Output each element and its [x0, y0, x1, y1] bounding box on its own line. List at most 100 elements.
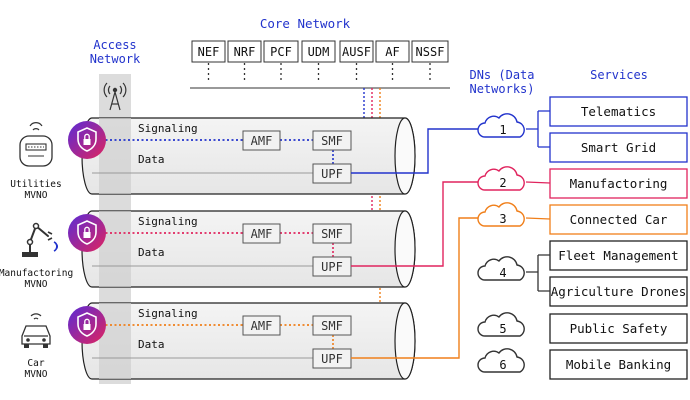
core-function-label: NSSF	[416, 45, 445, 59]
slice-pipe-end	[394, 117, 416, 195]
smf-box[interactable]: SMF	[312, 130, 352, 151]
service-label: Fleet Management	[558, 248, 678, 263]
mvno-label-line1: Manufactoring	[0, 268, 73, 279]
dn-label: 2	[499, 176, 506, 190]
dns-title-line2: Networks)	[469, 82, 534, 96]
dn-cloud-4[interactable]: 4	[477, 256, 525, 281]
service-label: Telematics	[581, 104, 656, 119]
signaling-label: Signaling	[138, 215, 198, 228]
dn-label: 6	[499, 358, 506, 372]
core-function-label: AF	[385, 45, 399, 59]
service-label: Public Safety	[570, 321, 668, 336]
smf-label: SMF	[321, 134, 343, 148]
service-manufactoring[interactable]: Manufactoring	[549, 168, 688, 199]
signaling-label: Signaling	[138, 307, 198, 320]
upf-label: UPF	[321, 167, 343, 181]
core-function-label: NRF	[234, 45, 256, 59]
slice-pipe-end	[394, 210, 416, 288]
dn-cloud-2[interactable]: 2	[477, 166, 525, 191]
service-fleet-management[interactable]: Fleet Management	[549, 240, 688, 271]
upf-label: UPF	[321, 352, 343, 366]
core-function-nef[interactable]: NEF	[191, 40, 226, 83]
upf-dn-link-utilities	[351, 128, 485, 174]
service-label: Smart Grid	[581, 140, 656, 155]
amf-label: AMF	[251, 227, 273, 241]
service-public-safety[interactable]: Public Safety	[549, 313, 688, 344]
signaling-label: Signaling	[138, 122, 198, 135]
dn-cloud-6[interactable]: 6	[477, 348, 525, 373]
service-agriculture-drones[interactable]: Agriculture Drones	[549, 276, 688, 307]
core-network-title: Core Network	[260, 16, 351, 31]
service-label: Manufactoring	[570, 176, 668, 191]
mvno-label-line1: Utilities	[10, 179, 61, 190]
dn-cloud-5[interactable]: 5	[477, 312, 525, 337]
mvno-label-line1: Car	[27, 358, 44, 369]
amf-box[interactable]: AMF	[242, 223, 281, 244]
dn-label: 4	[499, 266, 506, 280]
access-segment	[99, 303, 131, 379]
smf-box[interactable]: SMF	[312, 315, 352, 336]
upf-box[interactable]: UPF	[312, 163, 352, 184]
dn4-services-bracket	[526, 254, 550, 292]
smf-label: SMF	[321, 227, 343, 241]
upf-dn-link-car	[351, 217, 485, 359]
upf-box[interactable]: UPF	[312, 256, 352, 277]
core-function-label: UDM	[308, 45, 330, 59]
access-segment	[99, 118, 131, 194]
services-title: Services	[590, 68, 648, 82]
slice-pipe	[81, 117, 416, 195]
upf-box[interactable]: UPF	[312, 348, 352, 369]
service-label: Connected Car	[570, 212, 668, 227]
dn-cloud-3[interactable]: 3	[477, 202, 525, 227]
slice-pipe	[81, 302, 416, 380]
amf-box[interactable]: AMF	[242, 130, 281, 151]
robot-icon	[22, 222, 58, 257]
data-label: Data	[138, 153, 165, 166]
dns-title-line1: DNs (Data	[469, 68, 534, 82]
dn-label: 5	[499, 322, 506, 336]
access-network-title-line1: Access	[93, 38, 136, 52]
upf-dn-link-manufactoring	[351, 181, 485, 267]
meter-icon	[19, 122, 53, 167]
car-icon	[21, 313, 51, 348]
access-segment	[99, 211, 131, 287]
data-label: Data	[138, 338, 165, 351]
dn-links	[351, 128, 485, 359]
smf-box[interactable]: SMF	[312, 223, 352, 244]
service-smart-grid[interactable]: Smart Grid	[549, 132, 688, 163]
dn-label: 3	[499, 212, 506, 226]
service-mobile-banking[interactable]: Mobile Banking	[549, 349, 688, 380]
service-label: Agriculture Drones	[551, 284, 686, 299]
service-label: Mobile Banking	[566, 357, 671, 372]
core-function-pcf[interactable]: PCF	[263, 40, 299, 83]
core-function-udm[interactable]: UDM	[301, 40, 336, 83]
access-network-title-line2: Network	[90, 52, 141, 66]
core-function-label: PCF	[270, 45, 292, 59]
dn2-service-link	[525, 181, 551, 184]
mvno-label-line2: MVNO	[25, 190, 48, 201]
data-label: Data	[138, 246, 165, 259]
slice-pipe-end	[394, 302, 416, 380]
security-shield-icon	[68, 306, 106, 344]
core-function-af[interactable]: AF	[375, 40, 410, 83]
core-function-nssf[interactable]: NSSF	[411, 40, 449, 83]
dn-cloud-1[interactable]: 1	[477, 113, 525, 138]
amf-label: AMF	[251, 319, 273, 333]
upf-label: UPF	[321, 260, 343, 274]
mvno-label-line2: MVNO	[25, 369, 48, 380]
core-function-ausf[interactable]: AUSF	[339, 40, 374, 83]
dn3-service-link	[525, 217, 551, 220]
dn1-services-bracket	[526, 110, 550, 148]
service-telematics[interactable]: Telematics	[549, 96, 688, 127]
service-connected-car[interactable]: Connected Car	[549, 204, 688, 235]
core-function-label: AUSF	[342, 45, 371, 59]
slice-pipe	[81, 210, 416, 288]
amf-box[interactable]: AMF	[242, 315, 281, 336]
core-function-nrf[interactable]: NRF	[227, 40, 262, 83]
